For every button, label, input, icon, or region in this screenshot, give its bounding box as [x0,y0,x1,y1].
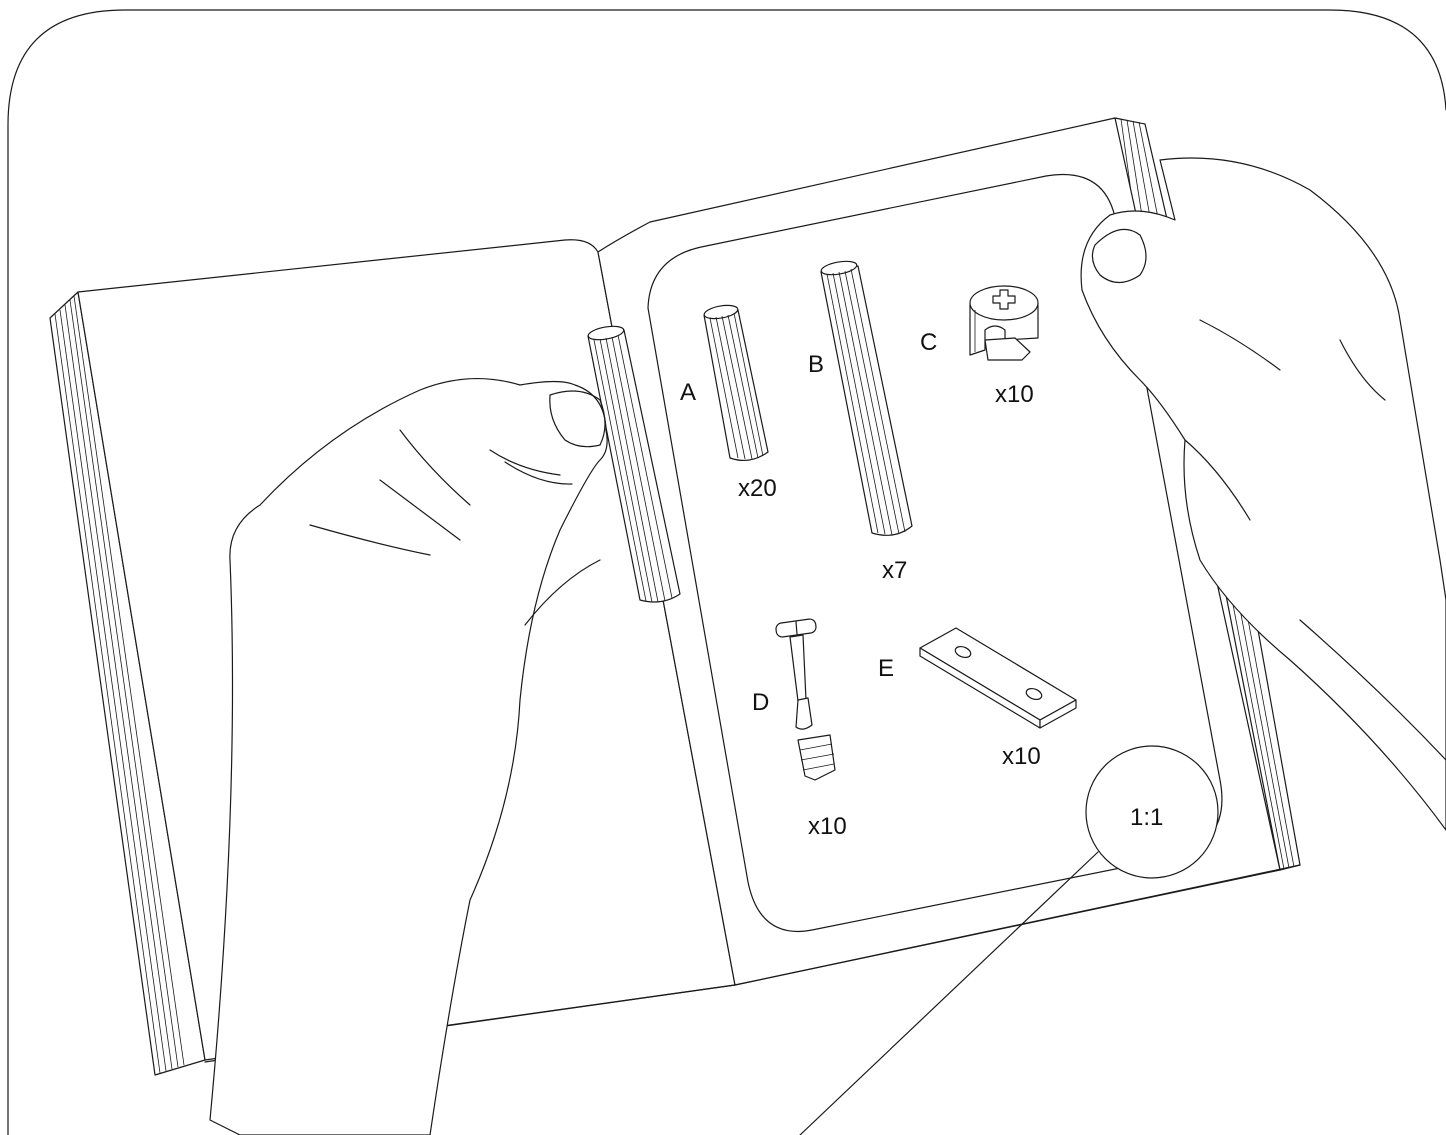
part-a-letter: A [680,379,696,406]
part-c-letter: C [920,329,937,356]
part-e-letter: E [878,655,894,682]
part-b-letter: B [808,351,824,378]
scale-badge-label: 1:1 [1130,804,1163,831]
part-b-quantity: x7 [882,557,907,584]
part-d-quantity: x10 [808,813,847,840]
part-a-quantity: x20 [738,475,777,502]
part-e-quantity: x10 [1002,743,1041,770]
part-d-letter: D [752,689,769,716]
part-c-quantity: x10 [995,381,1034,408]
